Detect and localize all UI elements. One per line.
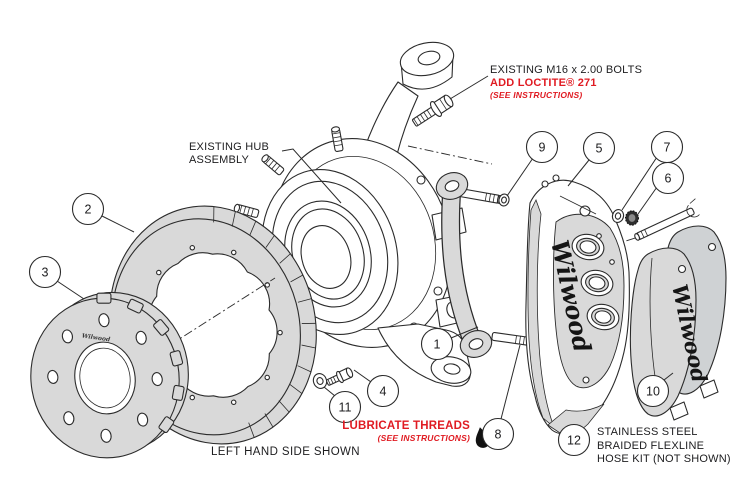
callout-6: 6 [651, 161, 685, 195]
svg-text:4: 4 [380, 385, 387, 399]
svg-text:6: 6 [665, 172, 672, 186]
retainer-pin [634, 198, 700, 241]
svg-text:3: 3 [42, 266, 49, 280]
rotor-hat: Wilwood [30, 291, 189, 459]
hat-logo-text: Wilwood [81, 332, 111, 343]
hat-holes [47, 313, 163, 443]
rotor-axis-line [169, 277, 276, 346]
callout-12: 12 [557, 423, 591, 457]
rotor-vanes [213, 206, 316, 438]
bolts-label: EXISTING M16 x 2.00 BOLTS ADD LOCTITE® 2… [490, 64, 642, 100]
washer-7 [611, 209, 625, 223]
washer-11 [312, 373, 328, 389]
svg-text:10: 10 [646, 385, 660, 399]
callout-8: 8 [481, 417, 515, 451]
callout-9: 9 [525, 130, 559, 164]
washer-9 [498, 193, 510, 207]
callout-7: 7 [650, 130, 684, 164]
callout-3: 3 [28, 255, 62, 289]
lubricate-label: LUBRICATE THREADS (SEE INSTRUCTIONS) [330, 420, 470, 443]
callout-10: 10 [636, 374, 670, 408]
caliper-pistons [571, 233, 620, 331]
callout-5: 5 [582, 131, 616, 165]
lubricate-label-line1: LUBRICATE THREADS [342, 420, 470, 432]
svg-text:7: 7 [664, 141, 671, 155]
view-note-label: LEFT HAND SIDE SHOWN [211, 446, 360, 458]
bolts-label-line2: ADD LOCTITE® 271 [490, 77, 597, 89]
callout-2: 2 [71, 192, 105, 226]
nut-6 [625, 210, 639, 226]
hose-kit-label: STAINLESS STEEL BRAIDED FLEXLINE HOSE KI… [597, 426, 731, 465]
hub-assembly-label: EXISTING HUB ASSEMBLY [189, 141, 270, 166]
callout-4: 4 [366, 374, 400, 408]
callout-11: 11 [328, 390, 362, 424]
mounting-bolt-4 [325, 367, 354, 386]
svg-text:2: 2 [85, 203, 92, 217]
svg-text:1: 1 [434, 338, 441, 352]
m16-bolt [412, 94, 454, 127]
hat-tabs [96, 292, 185, 434]
lubricate-label-line2: (SEE INSTRUCTIONS) [377, 433, 470, 443]
svg-text:5: 5 [596, 142, 603, 156]
brake-caliper: Wilwood [525, 174, 630, 435]
brake-pads: Wilwood [629, 225, 727, 421]
bolts-label-line3: (SEE INSTRUCTIONS) [490, 90, 583, 100]
callout-1: 1 [420, 327, 454, 361]
svg-text:12: 12 [567, 434, 581, 448]
bolts-label-line1: EXISTING M16 x 2.00 BOLTS [490, 64, 643, 76]
svg-text:8: 8 [495, 428, 502, 442]
leader-lines [56, 75, 674, 420]
callouts: 1 2 3 4 5 6 7 8 9 10 11 12 [28, 130, 685, 457]
svg-text:9: 9 [539, 141, 546, 155]
svg-text:11: 11 [339, 401, 352, 415]
